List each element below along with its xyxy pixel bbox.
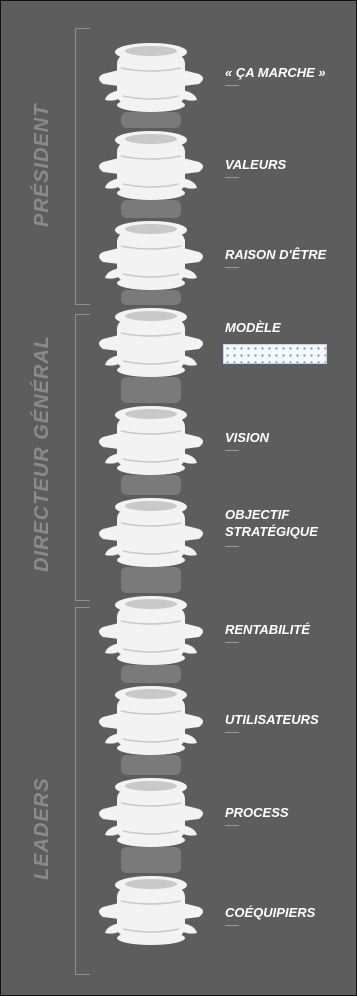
label-underline	[225, 85, 239, 86]
label-underline	[225, 925, 239, 926]
spinal-disc	[121, 377, 181, 403]
spinal-disc	[121, 755, 181, 775]
vertebra-label-ca-marche: « ÇA MARCHE »	[225, 65, 326, 80]
vertebra-label-objectif-strategique: OBJECTIF STRATÉGIQUE	[225, 507, 318, 539]
vertebra-label-coequipiers: COÉQUIPIERS	[225, 905, 316, 920]
label-underline	[225, 450, 239, 451]
vertebra	[99, 43, 203, 112]
bracket-leaders	[75, 607, 90, 975]
vertebra	[99, 778, 203, 847]
vertebra-label-modele: MODÈLE	[225, 320, 281, 335]
vertebra-label-vision: VISION	[225, 430, 270, 445]
spinal-disc	[121, 112, 181, 128]
bracket-directeur-general	[75, 314, 90, 601]
label-underline	[225, 177, 239, 178]
label-underline	[225, 642, 239, 643]
vertebra	[99, 406, 203, 475]
vertebra	[99, 131, 203, 200]
vertebra-label-utilisateurs: UTILISATEURS	[225, 712, 319, 727]
spinal-disc	[121, 665, 181, 683]
vertebra	[99, 596, 203, 665]
spinal-disc	[121, 475, 181, 495]
redacted-block	[223, 344, 327, 364]
spinal-disc	[121, 567, 181, 593]
bracket-president	[75, 28, 90, 305]
spinal-disc	[121, 847, 181, 873]
label-underline	[225, 732, 239, 733]
vertebra-label-valeurs: VALEURS	[225, 157, 287, 172]
spinal-disc	[121, 200, 181, 218]
label-underline	[225, 546, 239, 547]
spinal-disc	[121, 290, 181, 305]
vertebra	[99, 686, 203, 755]
vertebra	[99, 876, 203, 945]
vertebra-label-rentabilite: RENTABILITÉ	[225, 622, 310, 637]
label-underline	[225, 267, 239, 268]
vertebra	[99, 498, 203, 567]
vertebra	[99, 221, 203, 290]
vertebra-label-process: PROCESS	[225, 805, 289, 820]
vertebra	[99, 308, 203, 377]
label-underline	[225, 825, 239, 826]
vertebra-label-raison-d-etre: RAISON D'ÊTRE	[225, 247, 327, 262]
